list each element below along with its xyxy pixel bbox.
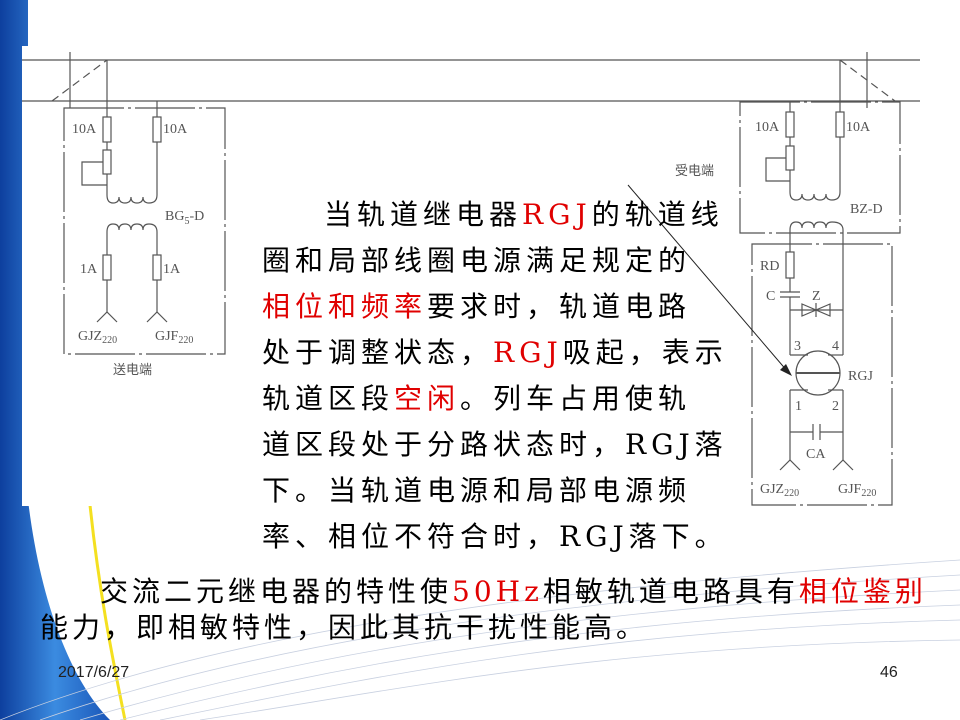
pointer-arrow — [627, 184, 789, 373]
text-line: 轨道区段空闲。列车占用使轨 — [262, 382, 692, 415]
text-line: 相位和频率要求时，轨道电路 — [262, 290, 692, 323]
send-terminal-label: GJF220 — [155, 329, 193, 346]
receive-terminal-label: GJZ220 — [760, 482, 799, 499]
circuit-diagram-image: 10A 10A BG5-D 1A 1A GJZ220 GJF220 送电端 受电… — [22, 46, 927, 506]
send-transformer-label: BG5-D — [165, 209, 204, 227]
relay-rgj-label: RGJ — [848, 369, 873, 384]
send-fuse-label: 1A — [80, 262, 98, 277]
capacitor-c-label: C — [766, 289, 775, 304]
slide-number: 46 — [880, 664, 898, 681]
bottom-swoosh — [0, 559, 960, 720]
main-paragraph: 当轨道继电器RGJ的轨道线 圈和局部线圈电源满足规定的 相位和频率要求时，轨道电… — [262, 192, 728, 560]
receive-fuse-label: 10A — [755, 120, 780, 135]
track-circuit-diagram: 10A 10A BG5-D 1A 1A GJZ220 GJF220 送电端 受电… — [22, 52, 920, 506]
pin-2-label: 2 — [832, 399, 839, 414]
send-terminal-label: GJZ220 — [78, 329, 117, 346]
diode-z-label: Z — [812, 289, 821, 304]
text-line: 下。当轨道电源和局部电源频 — [262, 474, 692, 507]
summary-paragraph: 交流二元继电器的特性使50Hz相敏轨道电路具有相位鉴别 能力，即相敏特性，因此其… — [40, 574, 927, 646]
text-line: 处于调整状态，RGJ吸起，表示 — [262, 336, 728, 369]
rd-fuse-label: RD — [760, 259, 779, 274]
capacitor-ca-label: CA — [806, 447, 826, 462]
yellow-accent-line — [88, 504, 127, 720]
pin-4-label: 4 — [832, 339, 839, 354]
slide-date: 2017/6/27 — [58, 664, 130, 681]
pin-1-label: 1 — [795, 399, 802, 414]
receive-fuse-label: 10A — [846, 120, 871, 135]
receive-end-label: 受电端 — [675, 164, 714, 179]
text-line: 交流二元继电器的特性使50Hz相敏轨道电路具有相位鉴别 — [100, 575, 927, 608]
send-fuse-label: 10A — [163, 122, 188, 137]
text-line: 道区段处于分路状态时，RGJ落 — [262, 428, 728, 461]
text-line: 当轨道继电器RGJ的轨道线 — [324, 198, 724, 231]
text-line: 圈和局部线圈电源满足规定的 — [262, 244, 692, 277]
text-line: 能力，即相敏特性，因此其抗干扰性能高。 — [40, 611, 649, 644]
send-fuse-label: 10A — [72, 122, 97, 137]
send-end-label: 送电端 — [113, 363, 152, 378]
pin-3-label: 3 — [794, 339, 801, 354]
receive-transformer-label: BZ-D — [850, 202, 883, 217]
text-line: 率、相位不符合时，RGJ落下。 — [262, 520, 728, 553]
arrow-head-icon — [780, 364, 792, 376]
receive-terminal-label: GJF220 — [838, 482, 876, 499]
send-fuse-label: 1A — [163, 262, 181, 277]
